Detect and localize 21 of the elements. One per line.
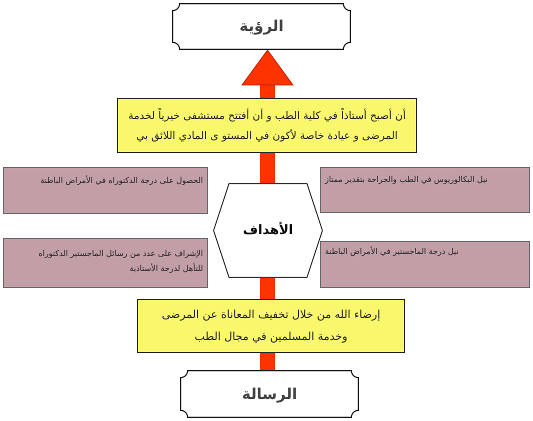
goal-text: نيل درجة الماجستير في الأمراض الباطنة	[325, 247, 459, 256]
connector-line	[260, 153, 275, 183]
statement-box	[117, 98, 417, 153]
statement-box	[137, 299, 405, 353]
goal-text: الإشراف على عدد من رسائل الماجستير الدكتوراه للتأهل لدرجة الأستاذية	[38, 249, 203, 273]
goal-box	[320, 167, 530, 213]
statement-text: إرضاء الله من خلال تخفيف المعاناة عن المرضى وخدمة المسلمين في مجال الطب	[160, 307, 382, 345]
heading-box	[180, 370, 359, 418]
connector-line	[260, 353, 275, 370]
goal-text: الحصول على درجة الدكتوراه في الأمراض الباطنة	[40, 176, 203, 185]
heading-text: الرؤية	[239, 17, 284, 36]
goal-box	[320, 241, 530, 288]
goal-text: نيل البكالوريوس في الطب والجراحة بتقدير ممتاز	[325, 175, 488, 184]
hexagon-text: الأهداف	[242, 222, 294, 238]
statement-text: أن أصبح أستاذاً في كلية الطب و أن أفتتح مستشفى خيرياً لخدمة المرضى و عيادة خاصة لأكون في المستو ى المادي اللائق بي	[127, 106, 407, 144]
block-arrow	[242, 50, 294, 98]
goal-box	[3, 238, 208, 288]
goal-box	[3, 167, 208, 214]
heading-text: الرسالة	[242, 384, 298, 404]
heading-box	[172, 3, 351, 50]
connector-line	[260, 278, 275, 299]
